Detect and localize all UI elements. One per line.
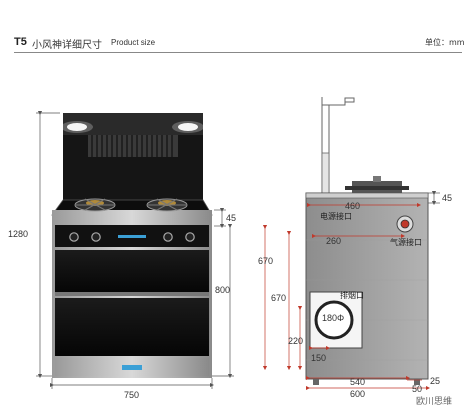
dim-lines-front (36, 110, 234, 389)
knob-2 (91, 232, 101, 242)
dim-body-height: 800 (215, 285, 230, 295)
dim-lines-side (262, 202, 431, 391)
knob-4 (185, 232, 195, 242)
dim-150: 150 (311, 353, 326, 363)
unit-label: 单位：mm (425, 38, 465, 47)
dim-600: 600 (350, 389, 365, 399)
brand-logo (118, 235, 146, 238)
dim-670-outer: 670 (258, 256, 273, 266)
hood-grille (88, 135, 178, 157)
watermark: 欧川思维 (416, 397, 453, 407)
bottom-badge (122, 365, 142, 370)
cooktop-rim (52, 210, 212, 216)
hood-top (63, 113, 203, 135)
dim-25: 25 (430, 376, 440, 386)
knob-3 (163, 232, 173, 242)
dim-50: 50 (412, 384, 422, 394)
title-cn: 小风神详细尺寸 (32, 40, 102, 51)
upper-door (55, 250, 209, 294)
dim-width-top: 460 (345, 201, 360, 211)
dim-670-inner: 670 (271, 293, 286, 303)
label-power-port: 电源接口 (320, 211, 352, 221)
exhaust-port-hole (314, 300, 354, 340)
burner-left (74, 198, 116, 212)
label-gas-port: 气源接口 (390, 237, 422, 247)
lower-door (55, 298, 209, 356)
front-view: 1280 45 800 750 (8, 110, 236, 400)
header: T5 小风神详细尺寸 Product size 单位：mm (0, 0, 474, 60)
hood-light-right (178, 123, 198, 131)
dim-45-side: 45 (442, 193, 452, 203)
header-divider (14, 52, 462, 53)
hood-side-outline (321, 97, 355, 106)
model-name: T5 (14, 36, 27, 48)
hood-light-left (67, 123, 87, 131)
side-view: 460 电源接口 260 气源接口 670 670 排烟口 180Φ 220 1… (258, 97, 452, 399)
dim-260: 260 (326, 236, 341, 246)
dim-height-total: 1280 (8, 229, 28, 239)
label-exhaust-port: 排烟口 (340, 290, 364, 300)
dim-top-offset: 45 (226, 213, 236, 223)
dim-width: 750 (124, 390, 139, 400)
label-diameter: 180Φ (322, 313, 344, 323)
dim-540: 540 (350, 377, 365, 387)
dim-lines-side-gray (428, 190, 440, 206)
knob-1 (69, 232, 79, 242)
title-en: Product size (111, 38, 156, 47)
hood-grille-slats (91, 135, 173, 157)
side-burner (345, 176, 409, 193)
burner-right (146, 198, 188, 212)
dim-220: 220 (288, 336, 303, 346)
